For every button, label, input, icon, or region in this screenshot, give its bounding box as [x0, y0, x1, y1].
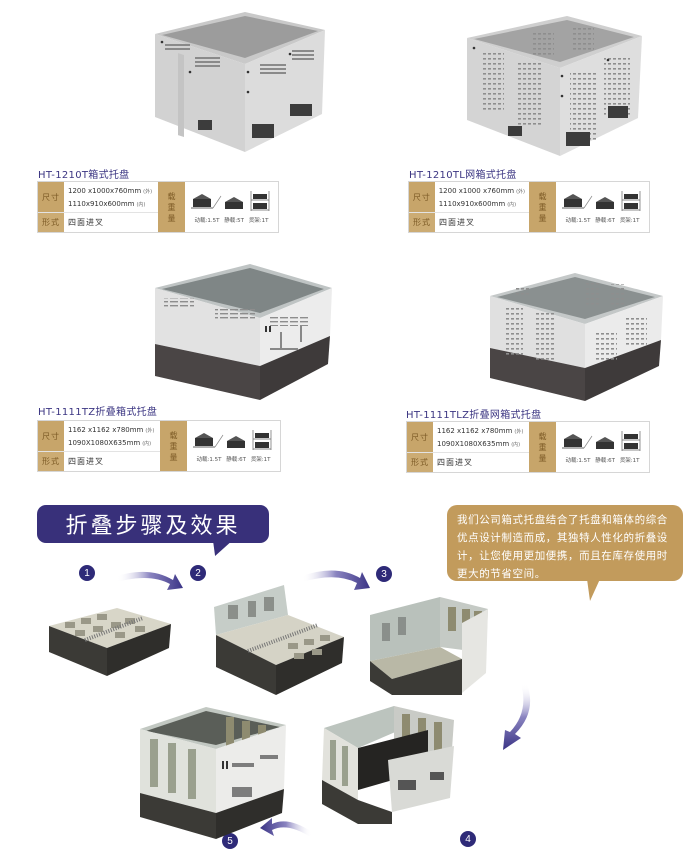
inner-unit: (内): [511, 442, 521, 449]
spec-table-ht-1111tz: 尺寸 1162 x1162 x780mm(外) 1090X1080X635mm(…: [37, 420, 281, 472]
form-value: 四面进叉: [439, 218, 475, 228]
inner-dimensions: 1090X1080X635mm: [68, 439, 141, 448]
inner-unit: (内): [142, 441, 152, 448]
arrow-down-left-icon: [503, 684, 531, 750]
outer-unit: (外): [143, 189, 153, 196]
load-diagram-icon: [561, 431, 640, 451]
load-capacity-label: 载重量: [160, 421, 187, 471]
arrow-left-icon: [260, 818, 312, 838]
load-capacity-label: 载重量: [158, 182, 185, 232]
load-caption: 动载:1.5T 静载:6T 货架:1T: [196, 457, 271, 463]
step-badge-1: 1: [79, 565, 95, 581]
size-label: 尺寸: [38, 182, 64, 213]
step-badge-5: 5: [222, 833, 238, 849]
product-title: HT-1111TZ折叠箱式托盘: [38, 407, 158, 418]
spec-table-ht-1111tlz: 尺寸 1162 x1162 x780mm(外) 1090X1080X635mm(…: [406, 421, 650, 473]
outer-dimensions: 1200 x1000x760mm: [68, 187, 142, 196]
product-title: HT-1210TL网箱式托盘: [409, 170, 517, 181]
banner-tail: [207, 540, 233, 556]
form-value: 四面进叉: [68, 218, 104, 228]
load-capacity: 动载:1.5T 静载:6T 货架:1T: [556, 422, 649, 472]
outer-dimensions: 1162 x1162 x780mm: [68, 426, 144, 435]
folding-steps-heading: 折叠步骤及效果: [37, 505, 269, 543]
load-caption: 动载:1.5T 静载:6T 货架:1T: [565, 458, 640, 464]
step-4-three-sides-raised: [318, 700, 458, 828]
inner-unit: (内): [507, 202, 517, 209]
size-label: 尺寸: [407, 422, 433, 453]
description-bubble: 我们公司箱式托盘结合了托盘和箱体的综合优点设计制造而成，其独特人性化的折叠设计，…: [447, 505, 683, 581]
load-diagram-icon: [561, 191, 640, 211]
product-title: HT-1111TLZ折叠网箱式托盘: [406, 410, 542, 421]
step-2-one-side-raised: [208, 585, 350, 697]
arrow-right-icon: [302, 570, 370, 590]
inner-dimensions: 1110x910x600mm: [438, 200, 506, 209]
arrow-right-icon: [117, 571, 183, 590]
product-title: HT-1210T箱式托盘: [38, 170, 130, 181]
form-value: 四面进叉: [437, 458, 473, 468]
load-caption: 动载:1.5T 静载:5T 货架:1T: [194, 218, 269, 224]
load-diagram-icon: [192, 430, 271, 450]
outer-unit: (外): [514, 429, 524, 436]
load-capacity: 动载:1.5T 静载:6T 货架:1T: [556, 182, 649, 232]
product-image-ht-1111tz: [150, 256, 335, 402]
outer-dimensions: 1162 x1162 x780mm: [437, 427, 513, 436]
product-image-ht-1111tlz: [485, 268, 665, 403]
form-value: 四面进叉: [68, 457, 104, 467]
form-label: 形式: [407, 453, 433, 472]
load-capacity-label: 载重量: [529, 182, 556, 232]
load-caption: 动载:1.5T 静载:6T 货架:1T: [565, 218, 640, 224]
step-3-two-sides-raised: [362, 593, 492, 698]
spec-table-ht-1210t: 尺寸 1200 x1000x760mm(外) 1110x910x600mm(内)…: [37, 181, 279, 233]
form-label: 形式: [38, 452, 64, 471]
spec-table-ht-1210tl: 尺寸 1200 x1000 x760mm(外) 1110x910x600mm(内…: [408, 181, 650, 233]
product-image-ht-1210t: [150, 2, 330, 160]
form-label: 形式: [38, 213, 64, 232]
step-badge-2: 2: [190, 565, 206, 581]
product-image-ht-1210tl: [462, 8, 647, 160]
bubble-tail: [587, 579, 600, 601]
step-badge-3: 3: [376, 566, 392, 582]
step-5-fully-assembled: [136, 703, 296, 841]
inner-dimensions: 1110x910x600mm: [68, 200, 135, 209]
load-capacity: 动载:1.5T 静载:6T 货架:1T: [187, 421, 280, 471]
step-1-folded-crate: [45, 596, 175, 678]
load-capacity-label: 载重量: [529, 422, 556, 472]
step-badge-4: 4: [460, 831, 476, 847]
load-diagram-icon: [190, 191, 269, 211]
size-label: 尺寸: [38, 421, 64, 452]
load-capacity: 动载:1.5T 静载:5T 货架:1T: [185, 182, 278, 232]
outer-unit: (外): [516, 189, 525, 196]
inner-unit: (内): [136, 202, 146, 209]
outer-dimensions: 1200 x1000 x760mm: [438, 187, 515, 196]
size-label: 尺寸: [409, 182, 435, 213]
outer-unit: (外): [145, 428, 155, 435]
form-label: 形式: [409, 213, 435, 232]
inner-dimensions: 1090X1080X635mm: [437, 440, 510, 449]
